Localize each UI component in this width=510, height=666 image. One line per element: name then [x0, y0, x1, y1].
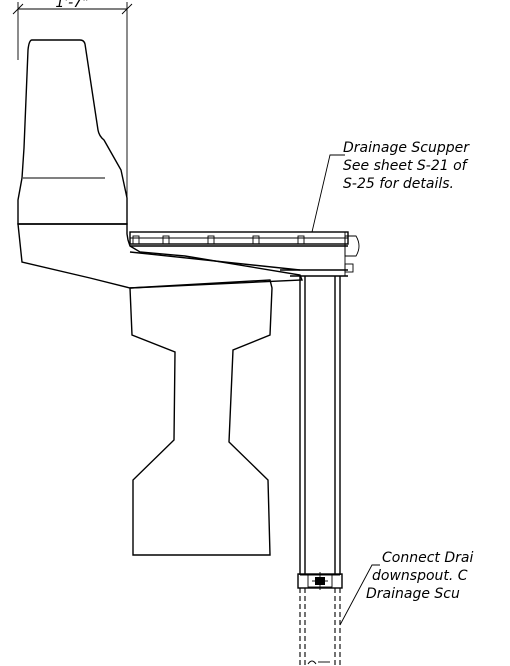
- prestressed-girder: [129, 279, 273, 556]
- downspout-pipe: [297, 276, 343, 666]
- downspout-leader: [339, 564, 380, 626]
- downspout-note-line-2: downspout. C: [372, 568, 468, 584]
- concrete-barrier: [17, 39, 128, 225]
- deck-slab: [17, 223, 304, 289]
- scupper-note-line-3: S-25 for details.: [343, 176, 454, 192]
- width-dimension: 1'-7": [12, 0, 133, 200]
- scupper-note-line-1: Drainage Scupper: [343, 140, 470, 156]
- scupper-note: Drainage Scupper See sheet S-21 of S-25 …: [343, 140, 470, 192]
- scupper-leader: [311, 154, 345, 233]
- scupper-note-line-2: See sheet S-21 of: [343, 158, 469, 174]
- downspout-note-line-3: Drainage Scu: [366, 586, 460, 602]
- dimension-label: 1'-7": [55, 0, 88, 11]
- downspout-note-line-1: Connect Drai: [382, 550, 473, 566]
- downspout-note: Connect Drai downspout. C Drainage Scu: [366, 550, 473, 602]
